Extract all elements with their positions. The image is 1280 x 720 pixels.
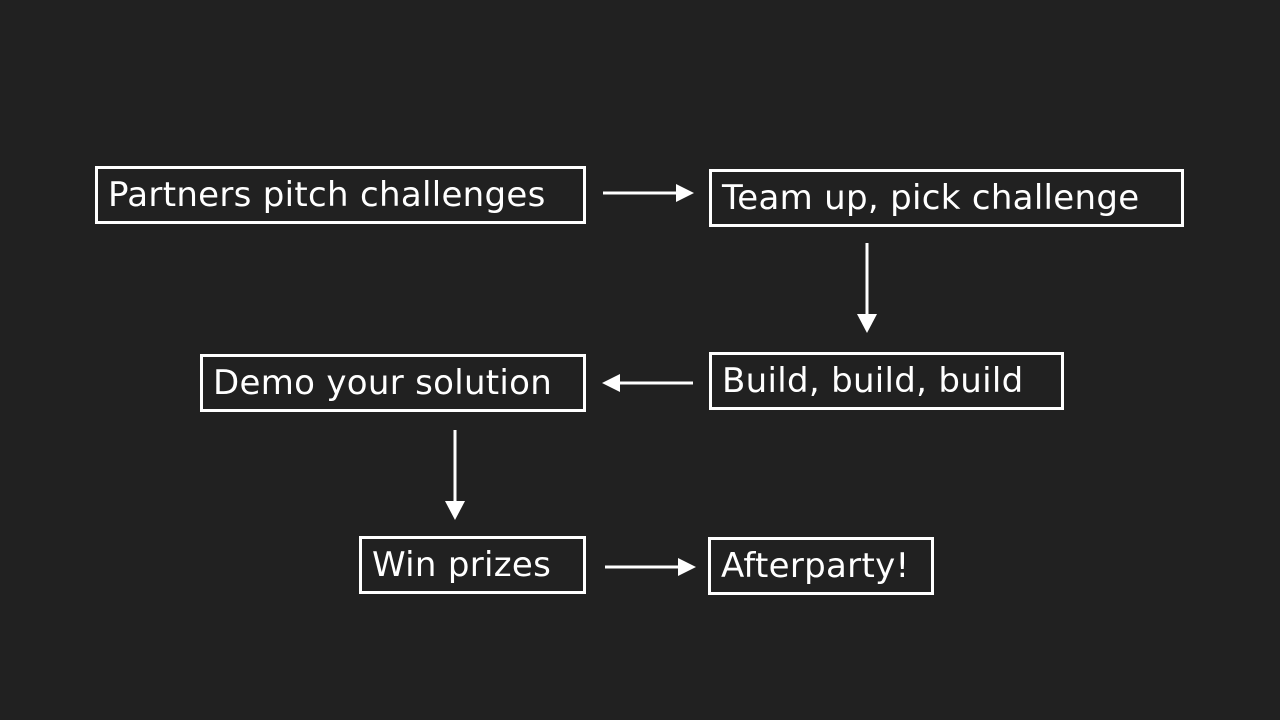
step-team-up-pick-challenge: Team up, pick challenge (709, 169, 1184, 227)
step-label: Build, build, build (722, 361, 1024, 401)
step-build-build-build: Build, build, build (709, 352, 1064, 410)
arrow-right-icon (605, 558, 696, 576)
step-label: Demo your solution (213, 363, 553, 403)
step-label: Partners pitch challenges (108, 175, 546, 215)
step-afterparty: Afterparty! (708, 537, 934, 595)
arrow-down-icon (445, 430, 465, 520)
step-label: Win prizes (372, 545, 552, 585)
arrow-left-icon (602, 374, 693, 392)
arrow-right-icon (603, 184, 694, 202)
step-win-prizes: Win prizes (359, 536, 586, 594)
step-label: Team up, pick challenge (722, 178, 1140, 218)
step-label: Afterparty! (721, 546, 910, 586)
step-partners-pitch-challenges: Partners pitch challenges (95, 166, 586, 224)
step-demo-your-solution: Demo your solution (200, 354, 586, 412)
arrow-down-icon (857, 243, 877, 333)
